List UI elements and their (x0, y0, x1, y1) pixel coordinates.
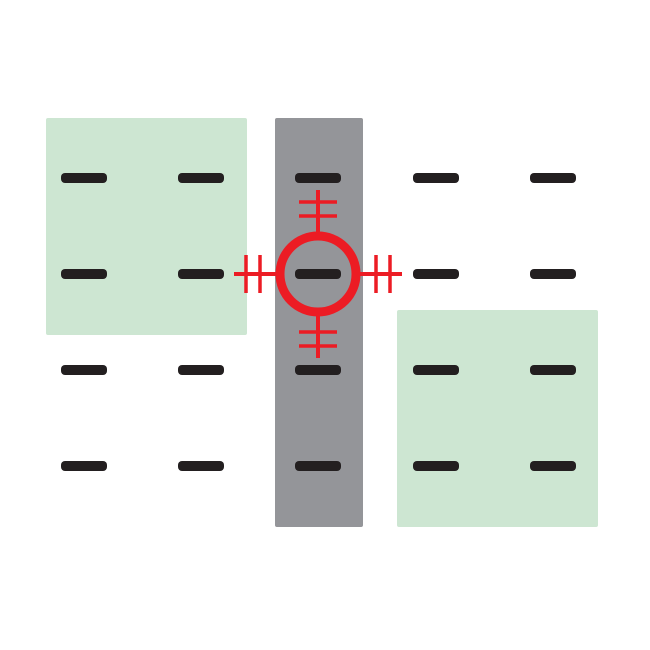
dash-r1-c5 (530, 173, 576, 183)
crosshair-arm-right (360, 255, 402, 293)
dash-r1-c3 (295, 173, 341, 183)
dash-r2-c5 (530, 269, 576, 279)
dash-r4-c5 (530, 461, 576, 471)
target-ring (275, 231, 361, 317)
dash-r4-c2 (178, 461, 224, 471)
crosshair-arm-left (234, 255, 276, 293)
dash-r3-c2 (178, 365, 224, 375)
crosshair-arm-top (299, 190, 337, 232)
dash-r3-c5 (530, 365, 576, 375)
dash-r2-c3 (295, 269, 341, 279)
dash-r4-c3 (295, 461, 341, 471)
dash-r3-c3 (295, 365, 341, 375)
dash-r1-c2 (178, 173, 224, 183)
dash-r1-c1 (61, 173, 107, 183)
dash-r4-c4 (413, 461, 459, 471)
dash-r3-c1 (61, 365, 107, 375)
dash-r4-c1 (61, 461, 107, 471)
dash-r1-c4 (413, 173, 459, 183)
bottom-right-block (397, 310, 598, 527)
highlight-regions (46, 118, 598, 527)
dash-r2-c1 (61, 269, 107, 279)
target-marker (234, 190, 402, 358)
dash-grid (61, 173, 576, 471)
top-left-block (46, 118, 247, 335)
crosshair-arm-bottom (299, 316, 337, 358)
crosshair-target (234, 190, 402, 358)
dash-r2-c4 (413, 269, 459, 279)
dash-r3-c4 (413, 365, 459, 375)
dash-r2-c2 (178, 269, 224, 279)
